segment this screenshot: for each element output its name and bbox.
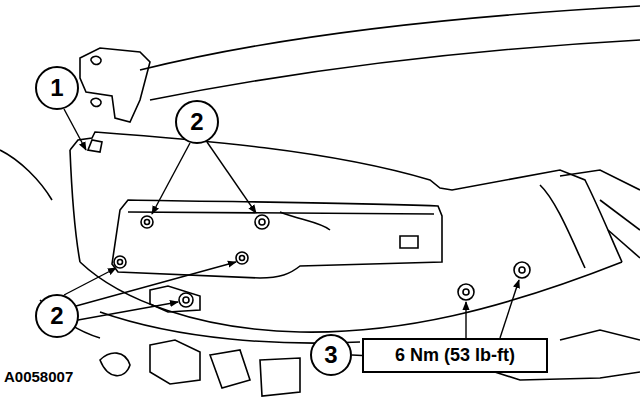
illustration-line bbox=[91, 98, 101, 106]
illustration-line bbox=[145, 220, 150, 225]
illustration-line bbox=[179, 293, 193, 307]
illustration-line bbox=[400, 236, 418, 248]
illustration-line bbox=[64, 109, 86, 150]
callout-number: 1 bbox=[50, 74, 63, 102]
illustration-line bbox=[112, 200, 442, 278]
illustration-line bbox=[560, 170, 640, 190]
illustration-line bbox=[259, 219, 265, 225]
illustration-line bbox=[140, 6, 640, 70]
illustration-line bbox=[70, 132, 622, 262]
leader-lines bbox=[64, 109, 519, 338]
illustration-line bbox=[608, 230, 640, 258]
illustration-line bbox=[236, 252, 248, 264]
illustration-line bbox=[465, 302, 466, 338]
illustration-line bbox=[80, 48, 150, 122]
illustration-line bbox=[114, 256, 126, 268]
illustration-line bbox=[88, 140, 102, 152]
illustration-line bbox=[183, 297, 189, 303]
illustration-line bbox=[210, 350, 250, 388]
illustration-line bbox=[152, 143, 190, 214]
callout-connector bbox=[352, 354, 362, 356]
torque-value: 6 Nm (53 lb-ft) bbox=[395, 345, 515, 366]
illustration-line bbox=[141, 216, 153, 228]
illustration-line bbox=[280, 212, 330, 230]
illustration-line bbox=[519, 267, 525, 273]
illustration-line bbox=[64, 268, 116, 295]
figure-code: A0058007 bbox=[4, 368, 73, 385]
panel-outline bbox=[0, 6, 640, 396]
illustration-line bbox=[463, 289, 469, 295]
illustration-line bbox=[118, 260, 123, 265]
illustration-line bbox=[76, 262, 236, 306]
illustration-line bbox=[600, 200, 640, 230]
callout-circle: 2 bbox=[35, 294, 79, 338]
illustration-line bbox=[260, 358, 300, 396]
illustration-line bbox=[100, 353, 130, 376]
illustration-line bbox=[150, 40, 640, 100]
callout-number: 2 bbox=[50, 302, 63, 330]
illustration-line bbox=[560, 330, 640, 340]
illustration-line bbox=[78, 302, 178, 320]
torque-box: 6 Nm (53 lb-ft) bbox=[362, 338, 548, 373]
illustration-line bbox=[150, 286, 200, 312]
illustration-line bbox=[500, 280, 519, 338]
illustration-line bbox=[240, 256, 245, 261]
callout-number: 2 bbox=[190, 108, 203, 136]
callout-circle: 3 bbox=[310, 334, 352, 376]
callout-number: 3 bbox=[324, 341, 337, 369]
illustration-line bbox=[458, 284, 474, 300]
illustration-line bbox=[150, 340, 200, 384]
callout-circle: 1 bbox=[35, 66, 79, 110]
bolt-group bbox=[114, 215, 530, 307]
illustration-line bbox=[514, 262, 530, 278]
illustration-line bbox=[0, 150, 52, 200]
illustration-line bbox=[540, 185, 585, 268]
callout-circle: 2 bbox=[175, 100, 219, 144]
illustration-line bbox=[255, 215, 269, 229]
illustration-line bbox=[80, 262, 622, 332]
illustration-line bbox=[91, 56, 101, 64]
illustration-line bbox=[207, 142, 256, 213]
illustration-line bbox=[70, 150, 80, 262]
